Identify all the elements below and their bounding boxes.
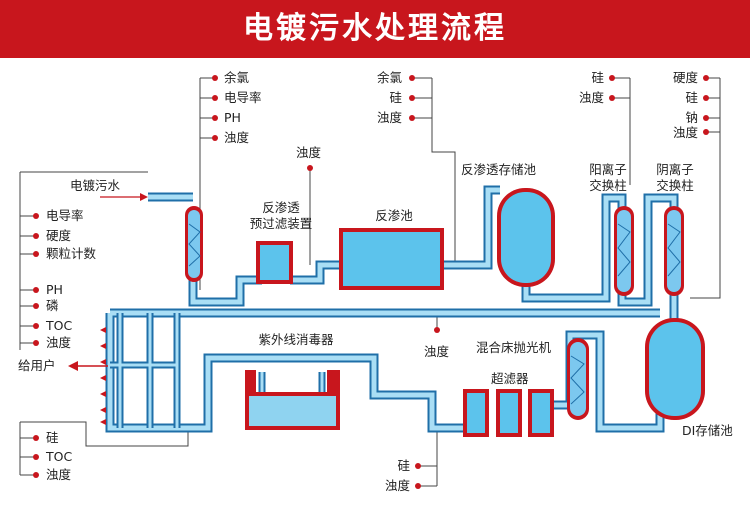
label-uf: 超滤器 <box>491 371 529 386</box>
label-pretreat-1: 反渗透 <box>262 200 300 215</box>
label-user: 给用户 <box>18 358 56 373</box>
arrows <box>68 193 148 425</box>
label-ro-tank: 反渗透存储池 <box>461 162 537 177</box>
param-left-2: 硬度 <box>46 228 72 243</box>
param-ro-2: 硅 <box>389 90 402 105</box>
label-di-tank: DI存储池 <box>682 423 733 438</box>
label-anion-1: 阴离子 <box>656 162 694 177</box>
param-right-3: 钠 <box>685 110 698 125</box>
param-ro-3: 浊度 <box>376 110 402 125</box>
label-uv: 紫外线消毒器 <box>258 332 334 347</box>
param-left-6: TOC <box>46 318 73 333</box>
param-right-1: 硬度 <box>672 70 698 85</box>
param-left-5: 磷 <box>46 298 59 313</box>
param-top-left-2: 电导率 <box>224 90 262 105</box>
param-left-7: 浊度 <box>46 335 72 350</box>
label-cation-2: 交换柱 <box>589 178 627 193</box>
sensor-lines <box>19 77 721 487</box>
label-cation-1: 阳离子 <box>589 162 627 177</box>
param-bottom-left-3: 浊度 <box>46 467 72 482</box>
param-cation-2: 浊度 <box>578 90 604 105</box>
label-anion-2: 交换柱 <box>656 178 694 193</box>
label-pretreat-2: 预过滤装置 <box>249 216 313 231</box>
equipment <box>185 188 705 437</box>
label-ro-pool: 反渗池 <box>375 208 413 223</box>
param-top-left-3: PH <box>224 110 241 125</box>
param-cation-1: 硅 <box>591 70 604 85</box>
title-banner <box>0 0 750 58</box>
label-mixed-bed: 混合床抛光机 <box>476 340 552 355</box>
param-left-1: 电导率 <box>46 208 84 223</box>
param-bottom-left-1: 硅 <box>46 430 59 445</box>
param-right-2: 硅 <box>685 90 698 105</box>
sensor-dots <box>33 75 709 489</box>
label-inflow: 电镀污水 <box>70 178 121 193</box>
param-top-left-4: 浊度 <box>224 130 250 145</box>
param-right-4: 浊度 <box>672 125 698 140</box>
param-left-4: PH <box>46 282 63 297</box>
param-top-left-1: 余氯 <box>224 70 250 85</box>
param-left-3: 颗粒计数 <box>46 246 97 261</box>
param-bottom-1: 硅 <box>397 458 410 473</box>
param-loop: 浊度 <box>424 344 450 359</box>
param-bottom-left-2: TOC <box>46 449 73 464</box>
page-title: 电镀污水处理流程 <box>243 11 507 46</box>
param-pretreat: 浊度 <box>296 145 322 160</box>
param-ro-1: 余氯 <box>376 70 402 85</box>
param-bottom-2: 浊度 <box>384 478 410 493</box>
